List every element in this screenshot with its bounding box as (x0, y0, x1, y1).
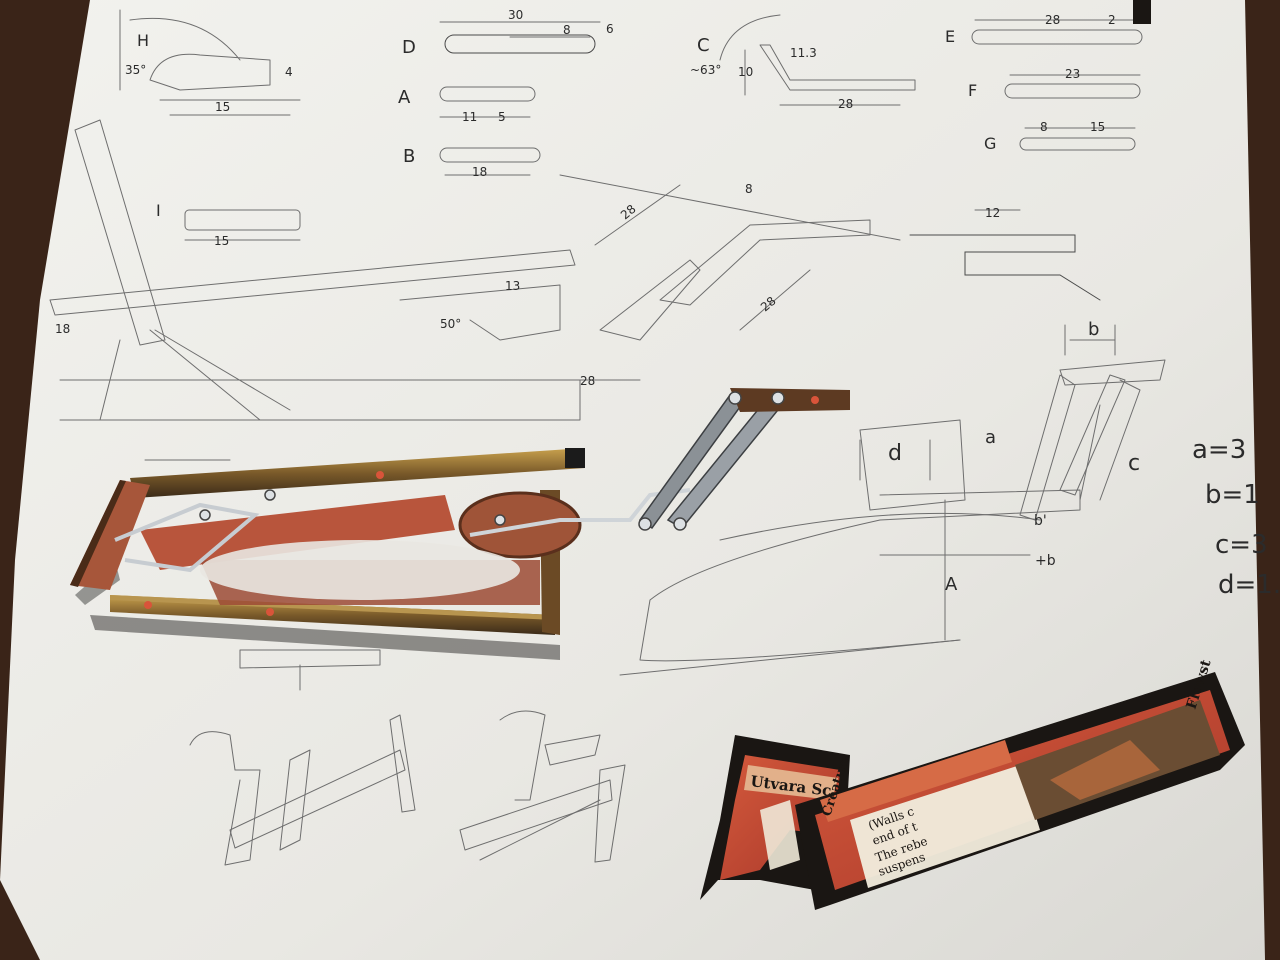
dim-top-left-15: 15 (215, 100, 230, 114)
part-label-c: C (697, 35, 710, 56)
sketch-label-b-prime: b' (1034, 513, 1047, 529)
joint-2 (771, 391, 785, 405)
dim-d-end: 6 (606, 22, 614, 36)
corner-tab (1133, 0, 1151, 24)
sketch-label-c: c (1128, 451, 1140, 476)
dim-e-length: 28 (1045, 13, 1060, 27)
dim-frame-28: 28 (580, 374, 595, 388)
top-arm-bar (130, 448, 585, 498)
dim-c-angle: ~63° (690, 63, 721, 77)
joint-4 (673, 517, 687, 531)
sketch-label-a: a (985, 427, 996, 448)
part-label-d: D (402, 37, 416, 58)
pencil-drawings (49, 9, 1166, 866)
joint-7 (264, 489, 276, 501)
dimension-labels: H 35° 4 15 D 30 8 6 A 11 5 B 18 C ~63° 1… (55, 8, 1116, 388)
joint-1 (728, 391, 742, 405)
dim-f-length: 23 (1065, 67, 1080, 81)
part-label-b: B (403, 146, 415, 167)
dim-angle-50: 50° (440, 317, 461, 331)
equations: a=3 b=1 c=3 d=1. (1192, 435, 1280, 600)
equation-c: c=3 (1215, 530, 1268, 560)
dim-frame-13: 13 (505, 279, 520, 293)
sketch-label-d: d (888, 441, 902, 466)
back-rest (70, 480, 150, 590)
card-fragment-right: Creature Flowst (Walls c end of t The re… (795, 657, 1245, 910)
dim-i-length: 15 (214, 234, 229, 248)
part-label-i: I (156, 201, 161, 220)
dim-a-right: 5 (498, 110, 506, 124)
dim-g-right: 15 (1090, 120, 1105, 134)
dim-top-left-4: 4 (285, 65, 293, 79)
joint-5 (494, 514, 506, 526)
dim-left-18: 18 (55, 322, 70, 336)
dim-right-12: 12 (985, 206, 1000, 220)
headrest-part (730, 388, 850, 412)
part-label-f: F (968, 81, 977, 100)
sketch-labels: a b c d b' A +b (888, 319, 1140, 595)
equation-a: a=3 (1192, 435, 1246, 465)
part-label-e: E (945, 27, 955, 46)
mechanism-model (70, 388, 850, 660)
sketch-label-b: b (1088, 319, 1099, 340)
equation-d: d=1. (1218, 570, 1280, 600)
dim-d-slot: 8 (563, 23, 571, 37)
dim-c-arm: 11.3 (790, 46, 817, 60)
dim-b-length: 18 (472, 165, 487, 179)
dim-d-length: 30 (508, 8, 523, 22)
dim-c-height: 10 (738, 65, 753, 79)
part-label-g: G (984, 134, 996, 153)
joint-3 (638, 517, 652, 531)
part-label-a: A (398, 87, 411, 108)
dim-a-left: 11 (462, 110, 477, 124)
dim-top-left-angle: 35° (125, 63, 146, 77)
equation-b: b=1 (1205, 480, 1260, 510)
joint-6 (199, 509, 211, 521)
dim-g-left: 8 (1040, 120, 1048, 134)
wire-linkage-left (114, 502, 260, 573)
sketch-label-plus-b: +b (1035, 553, 1056, 569)
dim-top-8: 8 (745, 182, 753, 196)
dim-e-end: 2 (1108, 13, 1116, 27)
dim-c-base: 28 (838, 97, 853, 111)
sketch-label-a-upper: A (945, 574, 958, 595)
seat-panel (140, 495, 455, 570)
dim-top-left-h: H (137, 31, 149, 50)
